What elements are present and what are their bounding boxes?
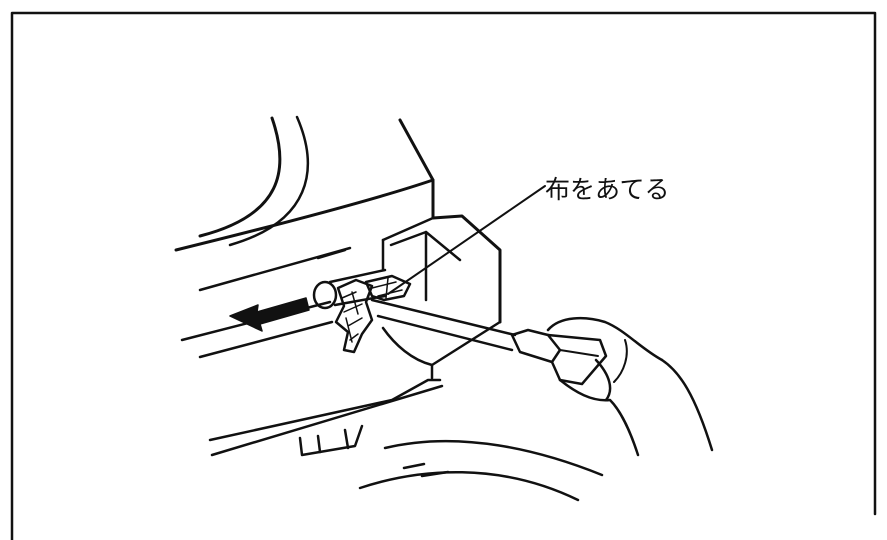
figure-frame [10,11,877,540]
pull-direction-arrow-icon [229,297,310,332]
cloth-piece [334,274,412,354]
guide-rail [180,246,352,359]
machine-housing [381,214,502,380]
hand [546,317,714,457]
callout-leader-line [387,185,546,295]
machine-lower-tray [208,378,604,502]
callout-label: 布をあてる [545,175,670,204]
callout: 布をあてる [387,175,670,295]
machine-upper-panel [174,115,435,252]
screwdriver [370,298,608,386]
